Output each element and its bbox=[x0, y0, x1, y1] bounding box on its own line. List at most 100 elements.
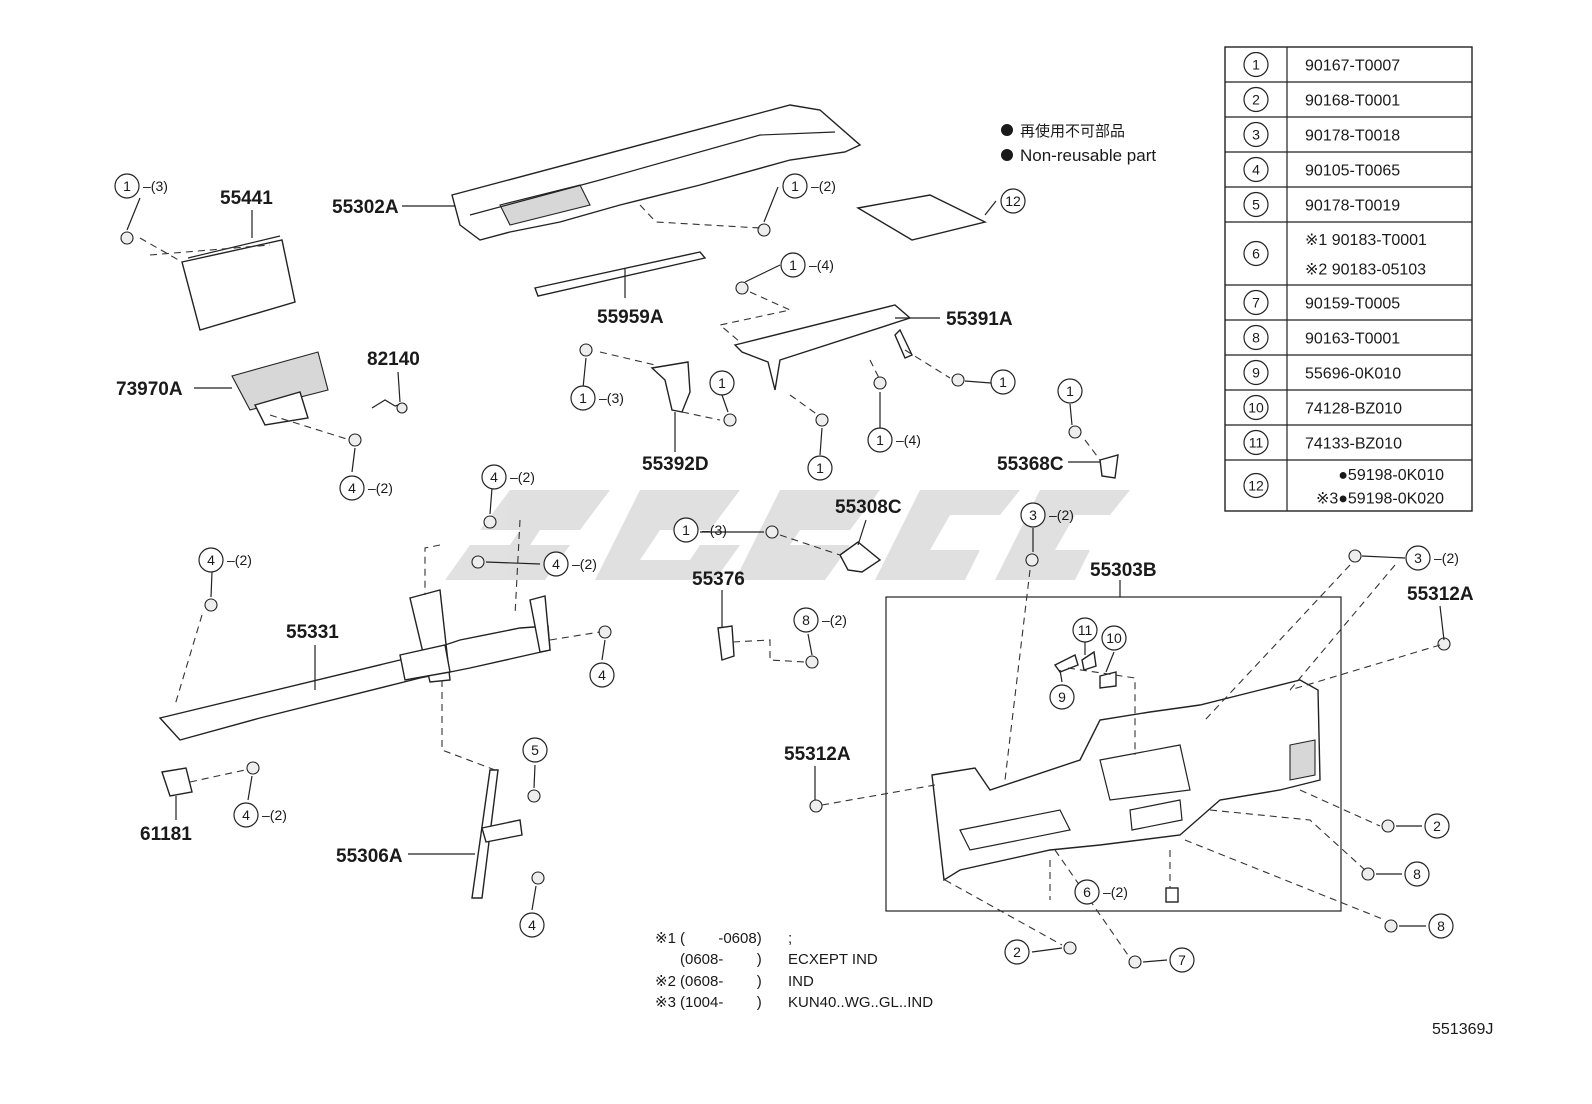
callout-c4-2-e: 4–(2) bbox=[233, 802, 287, 828]
callout-c4-b: 4 bbox=[519, 912, 545, 938]
callout-quantity: –(2) bbox=[811, 178, 836, 194]
footnote-desc: IND bbox=[788, 973, 814, 990]
callout-number: 10 bbox=[1106, 630, 1122, 646]
footnote-range: (1004- ) bbox=[680, 994, 762, 1011]
callout-circle bbox=[1057, 378, 1083, 404]
reinforcement-bracket bbox=[733, 304, 913, 391]
callout-c1-a: 1 bbox=[709, 370, 735, 396]
legend-en: Non-reusable part bbox=[1020, 146, 1156, 165]
table-ref-number: 9 bbox=[1252, 365, 1260, 381]
callout-number: 4 bbox=[348, 480, 356, 496]
callout-c2-b: 2 bbox=[1004, 939, 1030, 965]
footnote-row: ※1( -0608); bbox=[655, 930, 792, 947]
table-ref-circle bbox=[1243, 359, 1269, 386]
callout-circle bbox=[1074, 879, 1100, 905]
label-55308C: 55308C bbox=[835, 497, 902, 518]
callout-number: 5 bbox=[531, 742, 539, 758]
callout-circle bbox=[1049, 684, 1075, 710]
callout-c4-2-d: 4–(2) bbox=[198, 547, 252, 573]
table-ref-circle bbox=[1243, 324, 1269, 351]
table-part-number: ※3●59198-0K020 bbox=[1316, 490, 1444, 507]
label-55302A: 55302A bbox=[332, 197, 399, 218]
callout-c1-3-b: 1 –(3) bbox=[570, 385, 624, 411]
callout-c12: 12 bbox=[1000, 188, 1026, 214]
table-ref-circle bbox=[1243, 86, 1269, 113]
floor-bracket bbox=[161, 767, 193, 797]
footnote-mark: ※2 bbox=[655, 973, 676, 990]
dash-strip bbox=[534, 251, 707, 297]
lower-bracket bbox=[839, 541, 882, 573]
callout-quantity: –(2) bbox=[227, 552, 252, 568]
callout-quantity: –(3) bbox=[599, 390, 624, 406]
label-55376: 55376 bbox=[692, 569, 745, 590]
table-row: 12●59198-0K010※3●59198-0K020 bbox=[1225, 459, 1472, 507]
callout-quantity: –(4) bbox=[809, 257, 834, 273]
callout-circle bbox=[519, 912, 545, 938]
callout-c1-4-b: 1–(4) bbox=[867, 427, 921, 453]
table-part-number: ※1 90183-T0001 bbox=[1305, 232, 1427, 249]
callout-c7: 7 bbox=[1169, 947, 1195, 973]
callout-quantity: –(2) bbox=[572, 556, 597, 572]
figure-id: 551369J bbox=[1432, 1021, 1493, 1038]
table-row: 9 55696-0K010 bbox=[1225, 354, 1472, 386]
label-55331: 55331 bbox=[286, 622, 339, 643]
callout-number: 3 bbox=[1414, 550, 1422, 566]
table-ref-circle bbox=[1243, 394, 1269, 421]
footnote-range: (0608- ) bbox=[680, 973, 762, 990]
glove-box bbox=[181, 235, 296, 331]
callout-c2-a: 2 bbox=[1424, 813, 1450, 839]
clip-10 bbox=[1099, 671, 1117, 689]
callout-number: 1 bbox=[999, 374, 1007, 390]
callout-number: 8 bbox=[1437, 918, 1445, 934]
label-leaders bbox=[126, 186, 1445, 963]
callout-c3-2-a: 3–(2) bbox=[1020, 502, 1074, 528]
legend: 再使用不可部品 Non-reusable part bbox=[1001, 123, 1156, 165]
callout-number: 3 bbox=[1029, 507, 1037, 523]
callout-number: 8 bbox=[1413, 866, 1421, 882]
callout-c4-2-b: 4–(2) bbox=[481, 464, 535, 490]
table-ref-number: 7 bbox=[1252, 295, 1260, 311]
callout-quantity: –(2) bbox=[368, 480, 393, 496]
callout-c8-b: 8 bbox=[1428, 913, 1454, 939]
table-ref-circle bbox=[1243, 191, 1269, 218]
clip-9 bbox=[1053, 654, 1079, 673]
callout-number: 1 bbox=[123, 178, 131, 194]
callout-number: 11 bbox=[1078, 622, 1093, 638]
callout-circle bbox=[1020, 502, 1046, 528]
callout-number: 1 bbox=[718, 375, 726, 391]
callout-number: 4 bbox=[598, 667, 606, 683]
callout-circle bbox=[1404, 861, 1430, 887]
callout-c4-2-c: 4–(2) bbox=[543, 551, 597, 577]
callout-circle bbox=[339, 475, 365, 501]
label-55441: 55441 bbox=[220, 188, 273, 209]
table-part-number: 74128-BZ010 bbox=[1305, 401, 1402, 418]
table-part-number: 90167-T0007 bbox=[1305, 58, 1400, 75]
callout-c10: 10 bbox=[1101, 625, 1127, 651]
callout-c1-3-c: 1–(3) bbox=[673, 517, 727, 543]
callout-circle bbox=[1000, 188, 1026, 214]
silencer-pad bbox=[856, 194, 988, 241]
table-part-number: 55696-0K010 bbox=[1305, 366, 1401, 383]
callout-circle bbox=[570, 385, 596, 411]
table-part-number: ※2 90183-05103 bbox=[1305, 261, 1426, 278]
table-ref-circle bbox=[1243, 121, 1269, 148]
callout-circle bbox=[782, 173, 808, 199]
label-55312A-left: 55312A bbox=[784, 744, 851, 765]
legend-jp: 再使用不可部品 bbox=[1020, 123, 1125, 140]
lower-panel-frame bbox=[885, 596, 1342, 912]
side-bracket bbox=[1099, 454, 1119, 479]
callout-number: 1 bbox=[579, 390, 587, 406]
callout-quantity: –(3) bbox=[143, 178, 168, 194]
table-ref-number: 10 bbox=[1248, 400, 1264, 416]
table-row: 10 74128-BZ010 bbox=[1225, 389, 1472, 421]
table-ref-circle bbox=[1243, 51, 1269, 78]
table-ref-number: 8 bbox=[1252, 330, 1260, 346]
table-part-number: 90168-T0001 bbox=[1305, 93, 1400, 110]
callout-circle bbox=[233, 802, 259, 828]
callout-number: 4 bbox=[242, 807, 250, 823]
callout-quantity: –(3) bbox=[702, 522, 727, 538]
